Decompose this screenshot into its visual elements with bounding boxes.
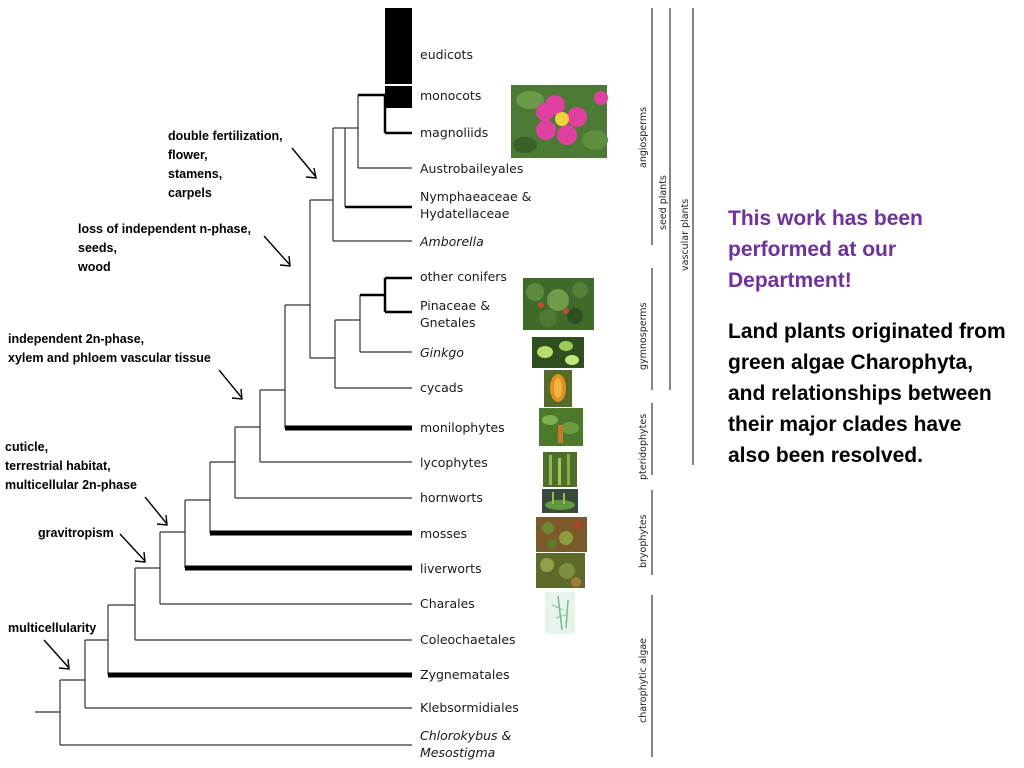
- taxon-label: cycads: [420, 380, 463, 395]
- taxon-label: Nymphaeaceae &: [420, 189, 532, 204]
- photo-thumbnails: [511, 85, 608, 634]
- arrowhead-icon: [156, 514, 168, 526]
- taxon-labels: eudicots monocots magnoliids Austrobaile…: [419, 47, 532, 760]
- taxon-label: Coleochaetales: [420, 632, 516, 647]
- taxon-label: lycophytes: [420, 455, 488, 470]
- department-highlight: This work has been performed at our Depa…: [728, 207, 923, 292]
- liverwort-photo: [536, 553, 585, 588]
- arrow-icon: [263, 235, 291, 266]
- group-label-seed-plants: seed plants: [658, 175, 669, 230]
- taxon-label: magnoliids: [420, 125, 488, 140]
- monocots-block: [385, 86, 412, 108]
- event-label: multicellular 2n-phase: [5, 478, 137, 492]
- event-label: cuticle,: [5, 440, 48, 454]
- event-label: gravitropism: [38, 526, 114, 540]
- event-annotations: double fertilization, flower, stamens, c…: [5, 129, 317, 670]
- tree-branches: [35, 8, 412, 746]
- taxon-label: eudicots: [420, 47, 473, 62]
- group-brackets: angiosperms seed plants vascular plants …: [638, 8, 694, 757]
- taxon-label: Austrobaileyales: [420, 161, 523, 176]
- arrowhead-icon: [231, 388, 243, 400]
- fern-photo: [539, 408, 583, 446]
- taxon-label: monilophytes: [420, 420, 505, 435]
- arrow-icon: [291, 147, 317, 178]
- taxon-label: Pinaceae &: [420, 298, 490, 313]
- event-label: carpels: [168, 186, 212, 200]
- arrowhead-icon: [305, 167, 317, 179]
- arrowhead-icon: [58, 658, 70, 670]
- taxon-label: Amborella: [419, 234, 484, 249]
- taxon-label: hornworts: [420, 490, 483, 505]
- arrowhead-icon: [279, 255, 291, 267]
- chara-photo: [545, 592, 575, 634]
- rose-flower-photo: [511, 85, 608, 158]
- taxon-label-line2: Mesostigma: [420, 745, 495, 760]
- event-label: loss of independent n-phase,: [78, 222, 251, 236]
- taxon-label: Chlorokybus &: [420, 728, 512, 743]
- group-label-angiosperms: angiosperms: [638, 107, 649, 168]
- description-text: Land plants originated from green algae …: [728, 320, 1006, 467]
- eudicots-block: [385, 8, 412, 84]
- cycad-photo: [544, 370, 572, 407]
- taxon-label: Klebsormidiales: [420, 700, 519, 715]
- event-label: independent 2n-phase,: [8, 332, 144, 346]
- event-label: seeds,: [78, 241, 117, 255]
- event-label: double fertilization,: [168, 129, 283, 143]
- conifer-photo: [523, 278, 594, 330]
- taxon-label: mosses: [420, 526, 467, 541]
- group-label-pteridophytes: pteridophytes: [638, 414, 649, 480]
- ginkgo-photo: [532, 337, 584, 368]
- hornwort-photo: [542, 489, 578, 513]
- event-label: multicellularity: [8, 621, 96, 635]
- group-label-vascular-plants: vascular plants: [680, 199, 691, 271]
- taxon-label: monocots: [420, 88, 481, 103]
- arrow-icon: [144, 496, 168, 525]
- taxon-label: Ginkgo: [420, 345, 464, 360]
- event-label: stamens,: [168, 167, 222, 181]
- arrow-icon: [218, 369, 243, 399]
- taxon-label-line2: Hydatellaceae: [420, 206, 510, 221]
- taxon-label: liverworts: [420, 561, 482, 576]
- event-label: wood: [77, 260, 111, 274]
- arrowhead-icon: [134, 551, 146, 563]
- group-label-bryophytes: bryophytes: [638, 514, 649, 568]
- taxon-label-line2: Gnetales: [420, 315, 476, 330]
- event-label: terrestrial habitat,: [5, 459, 111, 473]
- side-text-panel: This work has been performed at our Depa…: [728, 203, 1008, 471]
- arrow-icon: [119, 533, 146, 562]
- taxon-label: other conifers: [420, 269, 507, 284]
- lycophyte-photo: [543, 452, 577, 487]
- arrow-icon: [43, 639, 70, 669]
- event-label: xylem and phloem vascular tissue: [8, 351, 211, 365]
- group-label-gymnosperms: gymnosperms: [638, 302, 649, 370]
- moss-photo: [536, 517, 587, 552]
- taxon-label: Zygnematales: [420, 667, 510, 682]
- taxon-label: Charales: [420, 596, 475, 611]
- event-label: flower,: [168, 148, 208, 162]
- group-label-charophytic-algae: charophytic algae: [638, 638, 649, 723]
